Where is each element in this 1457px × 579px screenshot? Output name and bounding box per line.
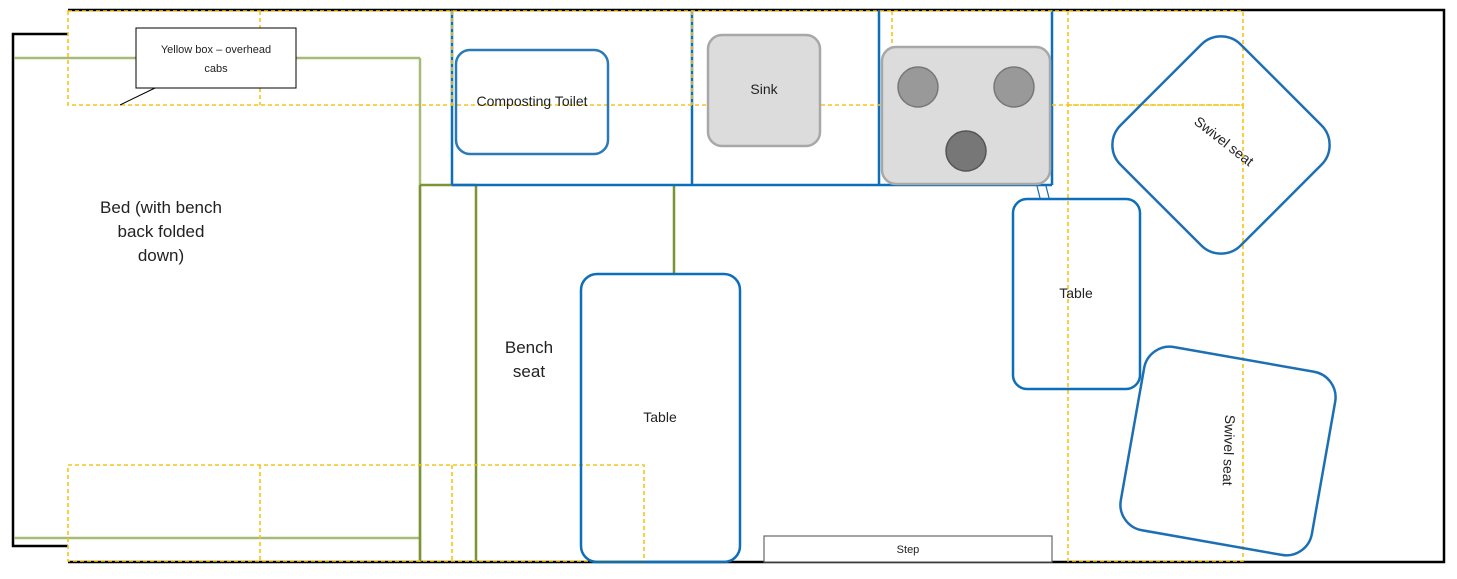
cooktop xyxy=(880,45,1052,186)
burner-icon xyxy=(993,66,1035,108)
sink-label: Sink xyxy=(750,81,778,97)
bench-seat-label: Bench seat xyxy=(505,338,553,381)
composting-toilet: Composting Toilet xyxy=(454,48,610,156)
sink: Sink xyxy=(706,33,822,148)
swivel-top-label: Swivel seat xyxy=(1191,113,1257,169)
bed-label: Bed (with bench back folded down) xyxy=(100,198,222,265)
overhead-cabs xyxy=(67,10,1244,562)
callout-line-1: Yellow box – overhead xyxy=(161,44,271,56)
swivel-seat-top xyxy=(1111,35,1331,255)
swivel-seat-bottom xyxy=(1119,345,1337,557)
step-label: Step xyxy=(897,544,920,556)
table-center: Table xyxy=(579,272,742,564)
step: Step xyxy=(763,535,1053,563)
table-center-label: Table xyxy=(643,409,677,425)
bed-label-line-3: down) xyxy=(138,246,184,265)
bed-outline xyxy=(14,56,676,562)
callout-line-2: cabs xyxy=(204,63,228,75)
legend-callout: Yellow box – overhead cabs xyxy=(119,27,297,106)
swivel-bottom-label: Swivel seat xyxy=(1220,415,1238,486)
table-right-label: Table xyxy=(1059,285,1093,301)
bench-label-line-2: seat xyxy=(513,362,545,381)
bench-label-line-1: Bench xyxy=(505,338,553,357)
van-outline xyxy=(11,8,1446,564)
bed-label-line-2: back folded xyxy=(118,222,205,241)
table-right: Table xyxy=(1011,197,1142,391)
toilet-label: Composting Toilet xyxy=(476,93,587,109)
bed-label-line-1: Bed (with bench xyxy=(100,198,222,217)
burner-icon xyxy=(897,66,939,108)
burner-icon xyxy=(945,130,987,172)
